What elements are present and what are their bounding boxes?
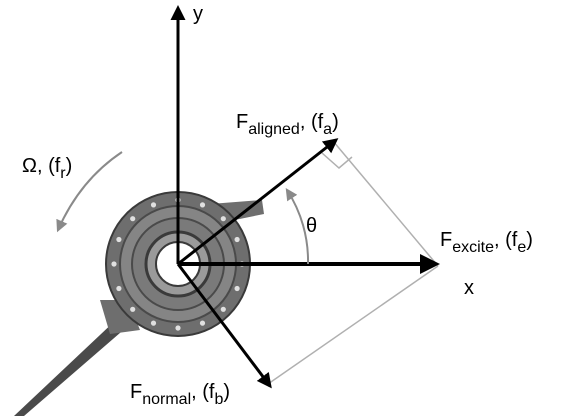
bolt-holes bbox=[111, 197, 245, 331]
bolt-hole bbox=[116, 236, 122, 243]
theta-label: θ bbox=[306, 215, 317, 237]
x-axis-label: x bbox=[464, 277, 474, 299]
f-normal-vector bbox=[176, 263, 272, 389]
bolt-hole bbox=[234, 236, 240, 243]
bolt-hole bbox=[116, 285, 122, 292]
bolt-hole bbox=[220, 216, 226, 222]
f-aligned-vector bbox=[177, 138, 339, 266]
rotation-label: Ω, (fr) bbox=[22, 155, 72, 182]
bolt-hole bbox=[199, 202, 206, 208]
y-axis-label: y bbox=[193, 3, 203, 25]
rotation-arrow bbox=[56, 151, 123, 233]
bolt-hole bbox=[234, 285, 240, 292]
projection-lines bbox=[267, 140, 439, 385]
bolt-hole bbox=[199, 320, 206, 326]
bolt-hole bbox=[150, 320, 157, 326]
bolt-hole bbox=[220, 306, 226, 312]
bolt-hole bbox=[175, 325, 181, 331]
shaft bbox=[14, 300, 140, 416]
f-excite-label: Fexcite, (fe) bbox=[440, 229, 533, 256]
bolt-hole bbox=[130, 216, 136, 222]
bolt-hole bbox=[111, 261, 117, 267]
f-aligned-label: Faligned, (fa) bbox=[236, 111, 339, 138]
f-normal-label: Fnormal, (fb) bbox=[130, 381, 230, 408]
theta-arc bbox=[285, 187, 310, 265]
bolt-hole bbox=[130, 306, 136, 312]
bolt-hole bbox=[150, 202, 157, 208]
